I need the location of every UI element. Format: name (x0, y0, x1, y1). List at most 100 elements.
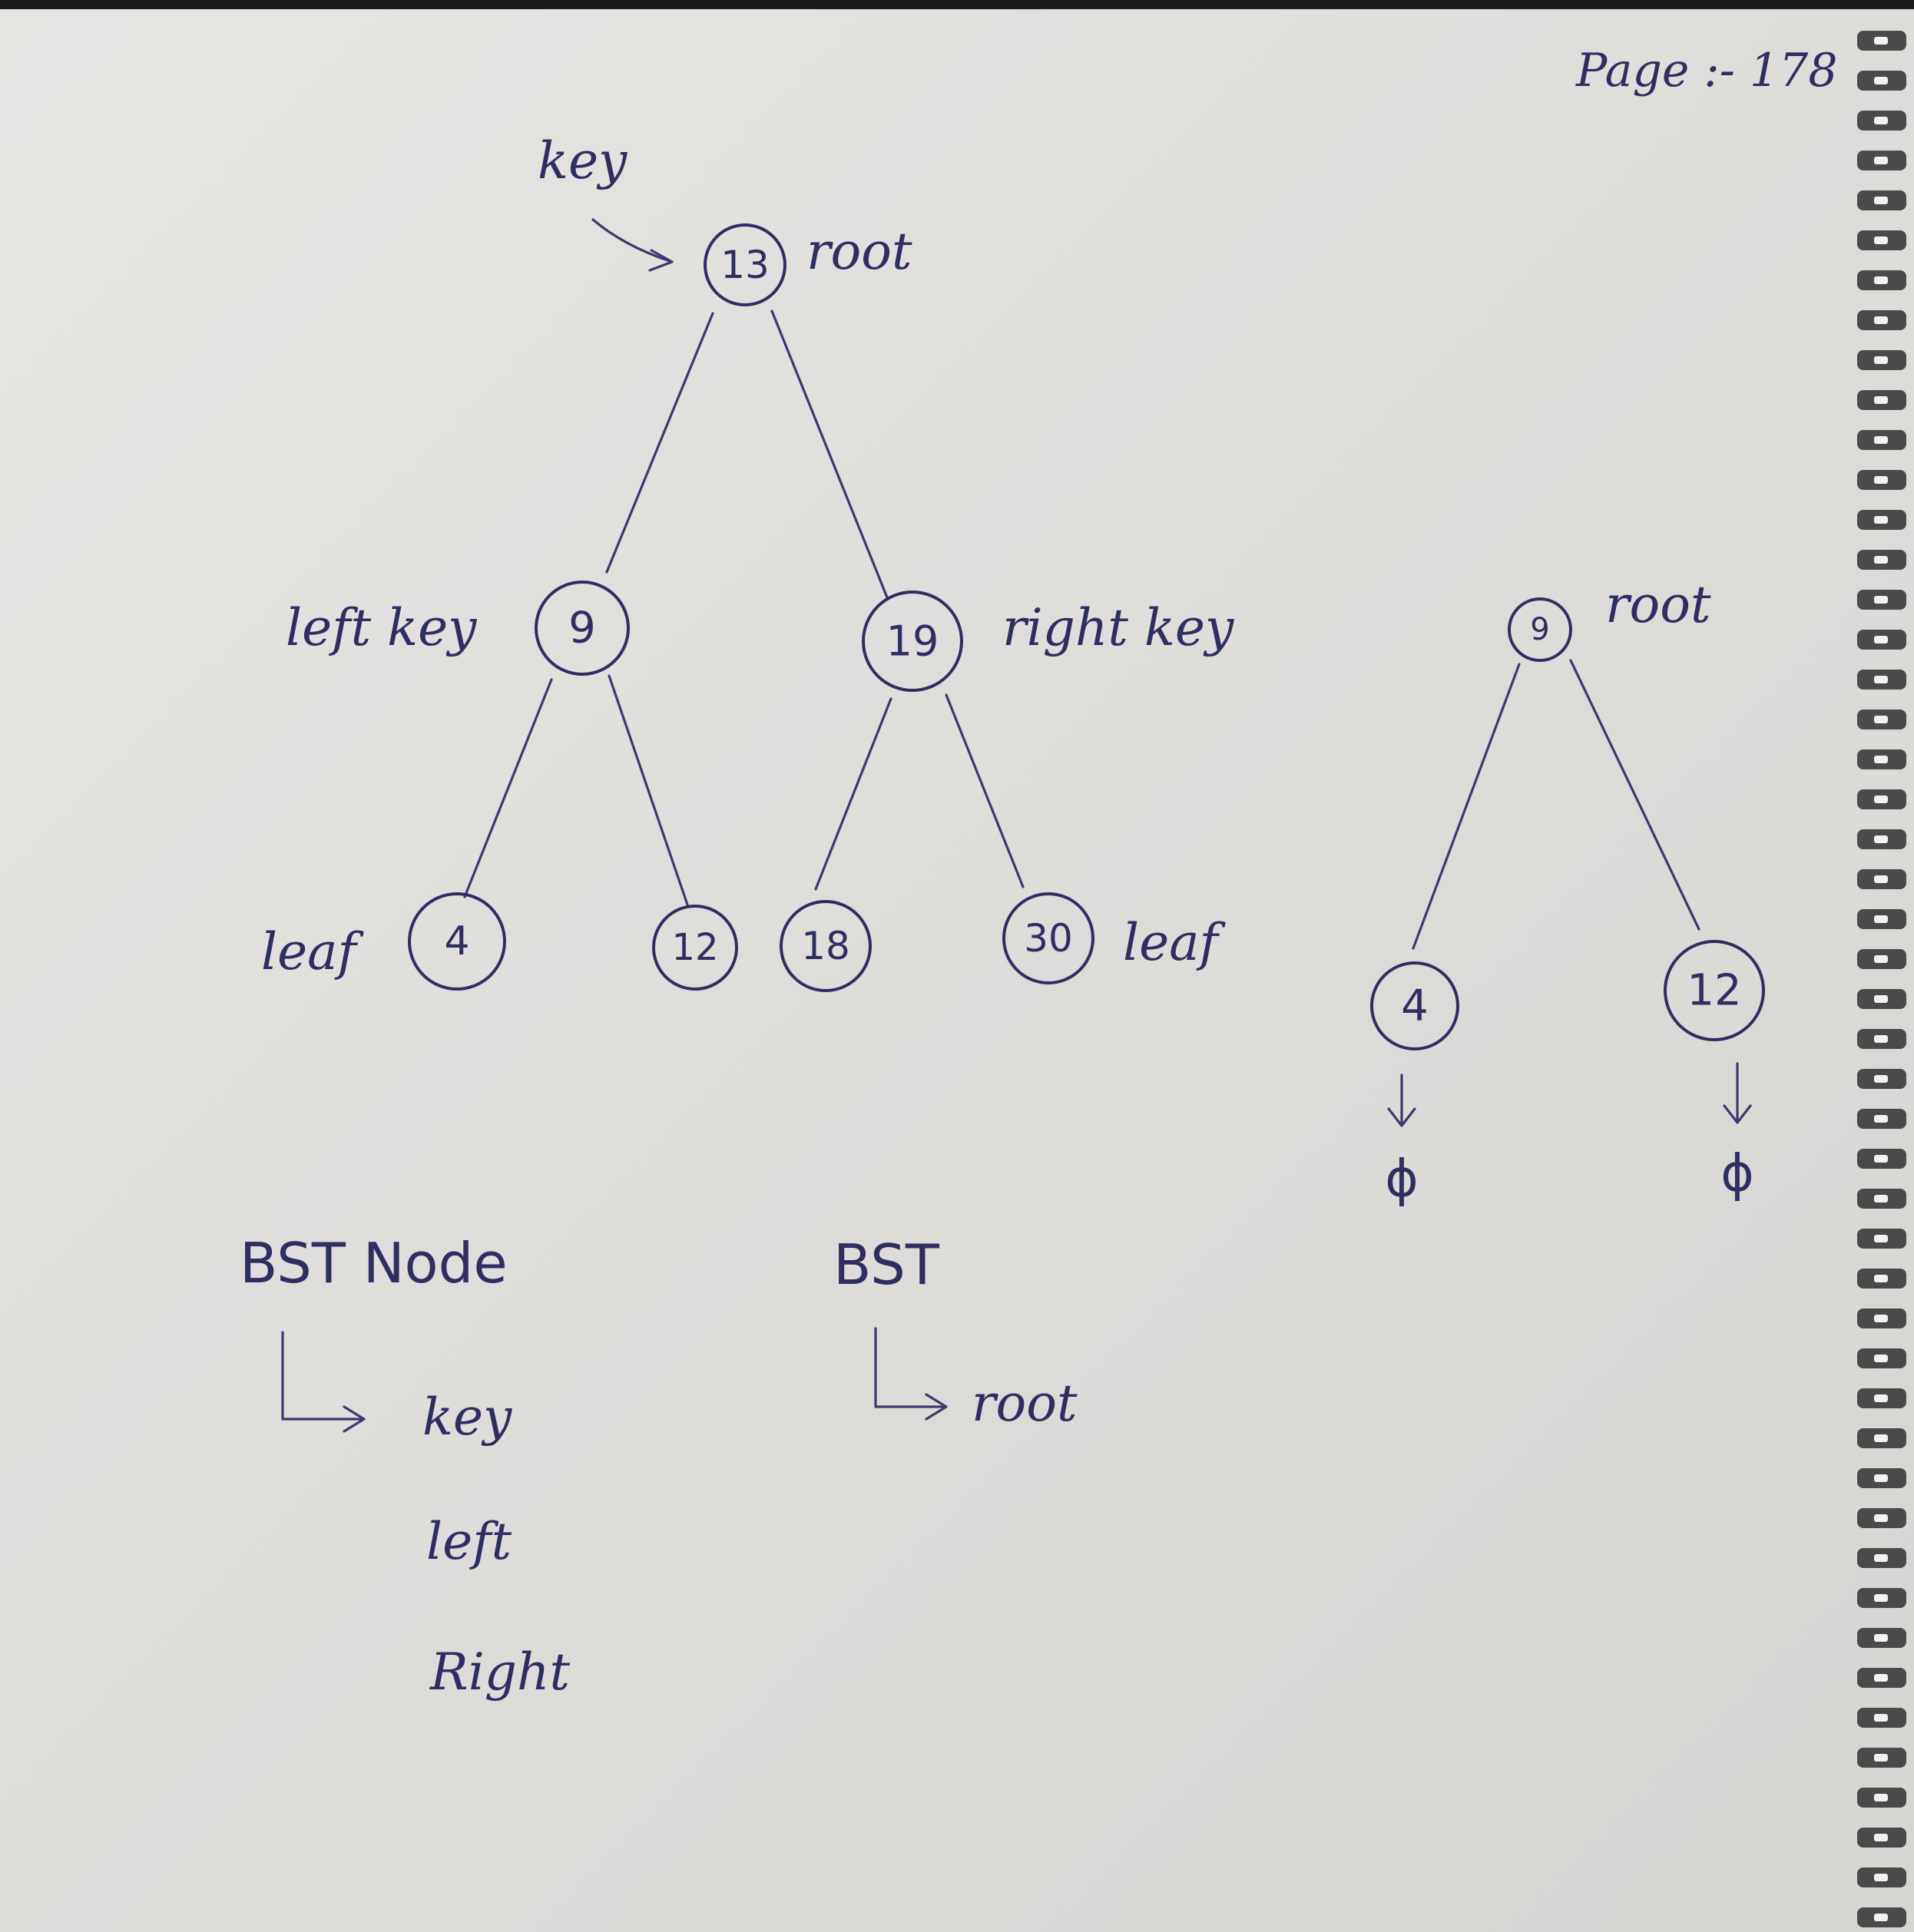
binding-hole (1874, 197, 1888, 204)
edge-13-19 (770, 309, 889, 599)
binding-hole (1874, 1155, 1888, 1163)
bst-bracket (874, 1327, 945, 1408)
binding-hole (1874, 356, 1888, 364)
binding-hole (1874, 1355, 1888, 1362)
binding-hole (1874, 556, 1888, 564)
binding-hole (1874, 1754, 1888, 1762)
bst-node-field-right: Right (429, 1643, 571, 1702)
binding-hole (1874, 796, 1888, 803)
bst-node-field-left: left (426, 1512, 512, 1571)
binding-hole (1874, 1674, 1888, 1682)
binding-hole (1874, 476, 1888, 484)
edge-19-18 (814, 697, 892, 891)
null-arrowhead-left (1387, 1107, 1416, 1127)
node-18-value: 18 (801, 924, 850, 968)
binding-hole (1874, 995, 1888, 1003)
page-number: Page :- 178 (1575, 44, 1838, 98)
node-30-value: 30 (1024, 916, 1073, 961)
node2-4 (1370, 961, 1459, 1050)
binding-hole (1874, 1474, 1888, 1482)
node2-4-value: 4 (1401, 981, 1429, 1031)
null-left: ϕ (1385, 1150, 1419, 1209)
binding-hole (1874, 117, 1888, 124)
edge-13-9 (605, 312, 714, 574)
binding-hole (1874, 37, 1888, 45)
edge2-9-12 (1569, 659, 1700, 931)
binding-hole (1874, 875, 1888, 883)
tree2-root-label: root (1605, 575, 1711, 634)
left-key-label: left key (286, 598, 477, 657)
bst-node-field-key: key (422, 1388, 512, 1447)
binding-hole (1874, 756, 1888, 763)
node-19-value: 19 (886, 617, 939, 666)
key-label: key (538, 131, 628, 190)
key-arrowhead (648, 249, 674, 272)
binding-hole (1874, 1714, 1888, 1722)
binding-hole (1874, 1035, 1888, 1043)
binding-hole (1874, 955, 1888, 963)
binding-hole (1874, 1315, 1888, 1322)
leaf-label-left: leaf (261, 922, 365, 981)
binding-hole (1874, 1115, 1888, 1123)
bst-node-bracket (281, 1331, 363, 1421)
binding-hole (1874, 237, 1888, 244)
edge-9-12 (608, 674, 689, 906)
binding-hole (1874, 1834, 1888, 1841)
node-30 (1002, 892, 1094, 984)
node-12 (652, 905, 738, 991)
node-13 (704, 223, 786, 306)
node2-12 (1664, 940, 1765, 1041)
binding-hole (1874, 716, 1888, 723)
binding-hole (1874, 1275, 1888, 1282)
node-4-value: 4 (444, 918, 469, 964)
key-arrow (591, 218, 671, 263)
binding-hole (1874, 1394, 1888, 1402)
node-9 (535, 581, 630, 676)
null-right: ϕ (1720, 1144, 1754, 1203)
right-key-label: right key (1002, 598, 1234, 657)
binding-hole (1874, 1874, 1888, 1881)
node-12-value: 12 (671, 926, 718, 969)
bst-node-bracket-arrowhead (343, 1405, 366, 1433)
binding-hole (1874, 316, 1888, 324)
binding-hole (1874, 1594, 1888, 1602)
node2-9-value: 9 (1530, 612, 1549, 647)
binding-hole (1874, 276, 1888, 284)
binding-hole (1874, 596, 1888, 604)
bst-node-title: BST Node (240, 1231, 508, 1295)
bst-field-root: root (972, 1374, 1078, 1433)
page-edge (0, 0, 1914, 9)
root-label: root (806, 222, 912, 281)
binding-hole (1874, 1794, 1888, 1801)
binding-hole (1874, 1634, 1888, 1642)
null-arrowhead-right (1723, 1104, 1752, 1124)
binding-hole (1874, 1235, 1888, 1242)
node2-9 (1508, 597, 1572, 662)
node-13-value: 13 (720, 243, 770, 287)
bst-title: BST (833, 1232, 940, 1297)
binding-hole (1874, 1434, 1888, 1442)
node-18 (780, 900, 872, 992)
spiral-binding (1857, 31, 1906, 1927)
binding-hole (1874, 676, 1888, 683)
binding-hole (1874, 516, 1888, 524)
leaf-label-right: leaf (1123, 913, 1227, 972)
node2-12-value: 12 (1687, 966, 1741, 1016)
edge-19-30 (945, 693, 1025, 888)
binding-hole (1874, 835, 1888, 843)
binding-hole (1874, 1554, 1888, 1562)
edge2-9-4 (1412, 663, 1521, 950)
binding-hole (1874, 77, 1888, 84)
binding-hole (1874, 1914, 1888, 1921)
binding-hole (1874, 396, 1888, 404)
bst-bracket-arrowhead (925, 1393, 948, 1421)
binding-hole (1874, 1514, 1888, 1522)
binding-hole (1874, 915, 1888, 923)
binding-hole (1874, 1075, 1888, 1083)
node-19 (862, 591, 963, 692)
binding-hole (1874, 157, 1888, 164)
node-9-value: 9 (568, 604, 596, 653)
edge-9-4 (463, 678, 553, 898)
